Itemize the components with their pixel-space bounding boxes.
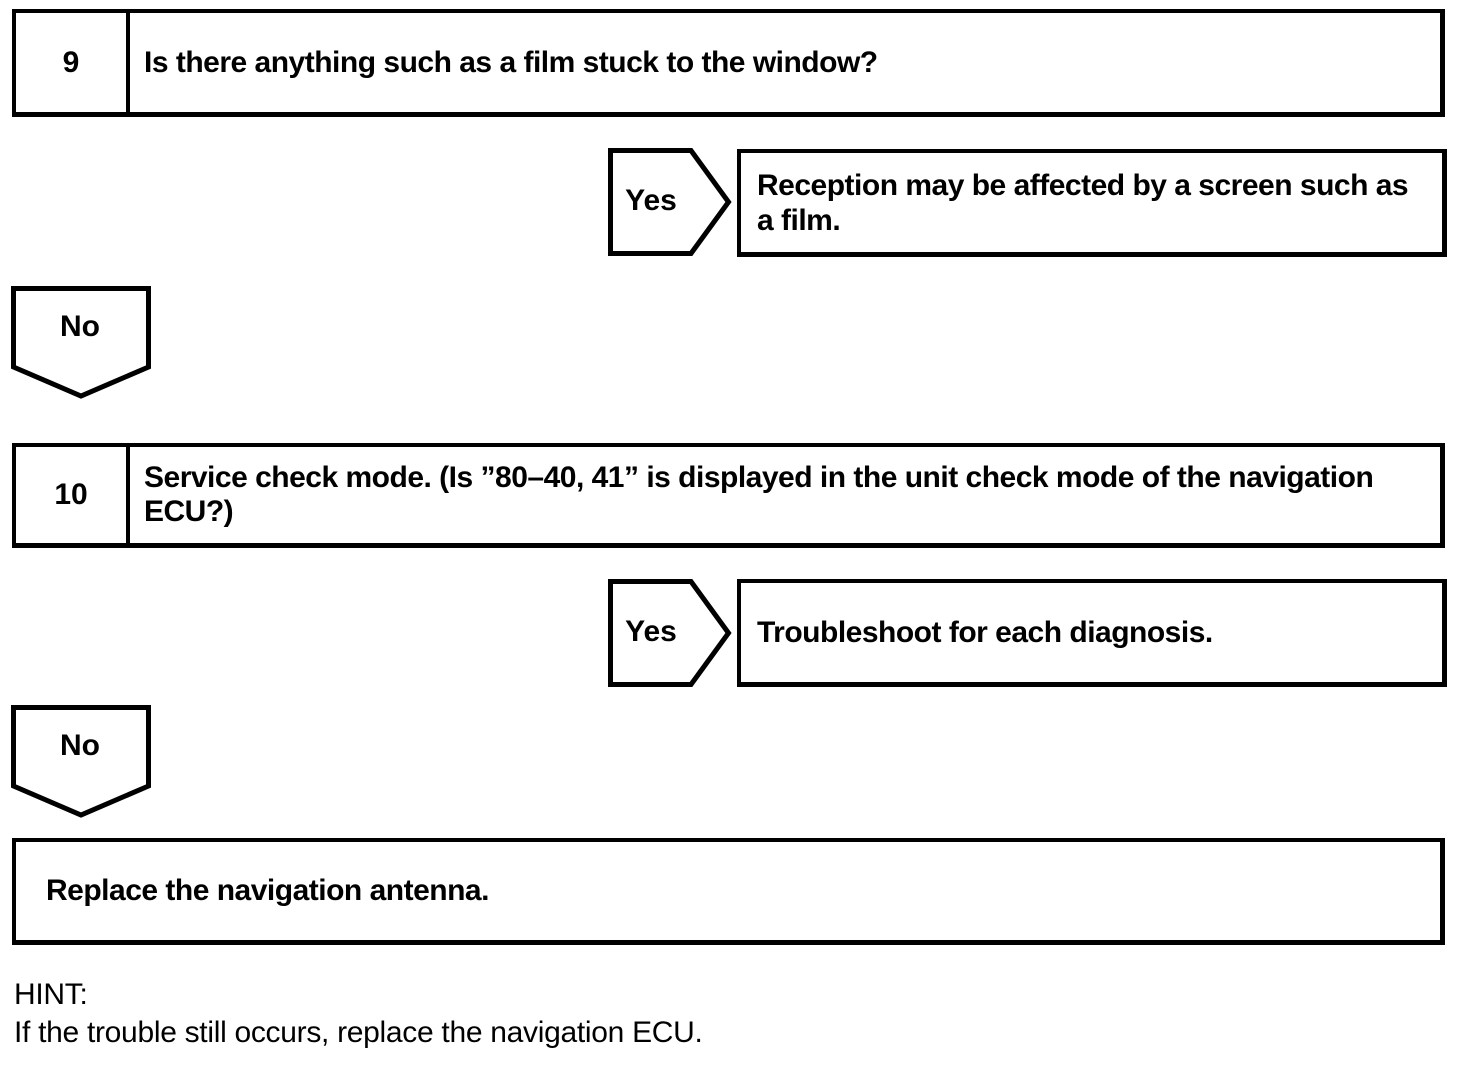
question-text: Is there anything such as a film stuck t…: [144, 45, 878, 79]
yes-pentagon-shape: [608, 579, 732, 687]
question-box-step-9: 9 Is there anything such as a film stuck…: [12, 9, 1445, 117]
yes-connector-label: Yes: [625, 184, 677, 217]
no-pentagon-shape: [11, 705, 151, 818]
final-action-text: Replace the navigation antenna.: [46, 874, 489, 907]
no-connector-label: No: [60, 729, 100, 762]
no-connector-step-10: No: [11, 705, 151, 818]
hint-text: If the trouble still occurs, replace the…: [14, 1016, 703, 1049]
final-action-box: Replace the navigation antenna.: [12, 838, 1445, 945]
yes-pentagon-shape: [608, 148, 732, 256]
yes-connector-step-9: Yes: [608, 148, 732, 256]
question-text: Service check mode. (Is ”80–40, 41” is d…: [144, 461, 1374, 528]
yes-result-box-step-9: Reception may be affected by a screen su…: [737, 149, 1447, 257]
yes-connector-step-10: Yes: [608, 579, 732, 687]
question-box-step-10: 10 Service check mode. (Is ”80–40, 41” i…: [12, 443, 1445, 548]
hint-label: HINT:: [14, 978, 88, 1011]
yes-result-text: Reception may be affected by a screen su…: [757, 168, 1409, 237]
hint-section: HINT: If the trouble still occurs, repla…: [14, 976, 703, 1052]
no-pentagon-shape: [11, 286, 151, 399]
step-number: 10: [16, 447, 130, 543]
no-connector-label: No: [60, 310, 100, 343]
yes-connector-label: Yes: [625, 615, 677, 648]
no-connector-step-9: No: [11, 286, 151, 399]
yes-result-text: Troubleshoot for each diagnosis.: [757, 616, 1213, 649]
step-number: 9: [16, 13, 130, 112]
yes-result-box-step-10: Troubleshoot for each diagnosis.: [737, 579, 1447, 687]
